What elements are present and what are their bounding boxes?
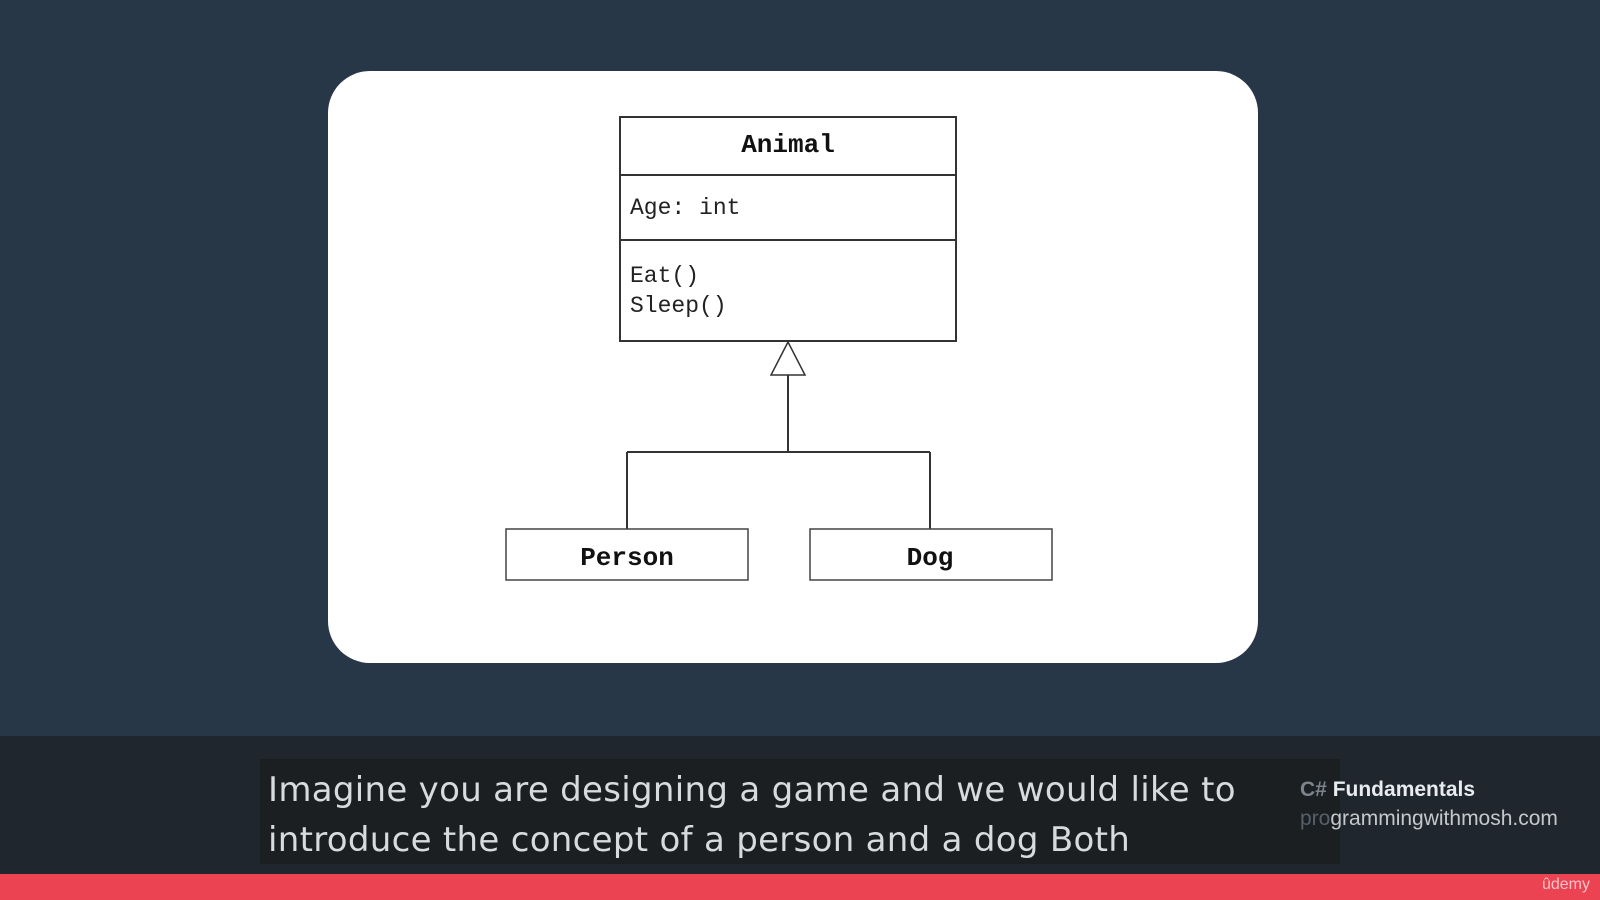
course-title: C# Fundamentals xyxy=(1300,776,1600,804)
dog-class-box: Dog xyxy=(809,528,1053,581)
inheritance-arrow-icon xyxy=(769,340,807,376)
video-progress-bar[interactable] xyxy=(0,874,1600,900)
animal-class-border xyxy=(619,116,957,342)
course-website-rest: grammingwithmosh.com xyxy=(1330,807,1558,830)
animal-class-name: Animal xyxy=(741,130,835,160)
person-class-border xyxy=(505,528,749,581)
subtitle-box: Imagine you are designing a game and we … xyxy=(260,759,1340,864)
subtitle-line-2: introduce the concept of a person and a … xyxy=(268,820,1131,860)
dog-class-border xyxy=(809,528,1053,581)
animal-method-sleep: Sleep() xyxy=(630,293,727,319)
person-class-name: Person xyxy=(580,543,674,573)
udemy-logo: ûdemy xyxy=(1541,876,1590,893)
course-website-prefix: pro xyxy=(1300,807,1331,830)
course-language: C# xyxy=(1300,778,1327,801)
course-watermark: C# Fundamentals programmingwithmosh.com xyxy=(1300,776,1600,834)
subtitle-line-1: Imagine you are designing a game and we … xyxy=(268,770,1236,810)
course-name: Fundamentals xyxy=(1332,778,1476,801)
person-class-box: Person xyxy=(505,528,749,581)
dog-class-name: Dog xyxy=(907,543,954,573)
course-website: programmingwithmosh.com xyxy=(1300,804,1600,834)
animal-attribute-age: Age: int xyxy=(630,195,740,221)
animal-class-box: Animal Age: int Eat() Sleep() xyxy=(619,116,957,342)
inheritance-connectors xyxy=(626,340,931,529)
animal-method-eat: Eat() xyxy=(630,263,699,289)
